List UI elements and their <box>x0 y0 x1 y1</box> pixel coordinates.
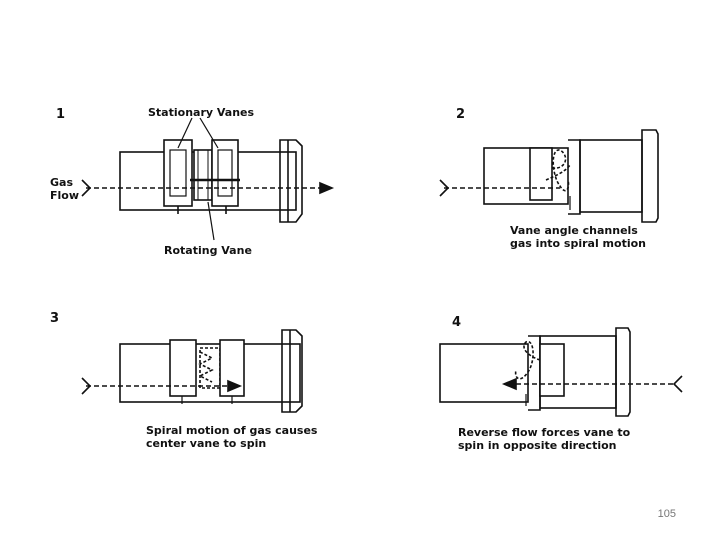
panel-2-caption-line1: Vane angle channels <box>510 224 638 237</box>
panel-3-caption-line2: center vane to spin <box>146 437 267 450</box>
panel-4-number: 4 <box>452 315 462 330</box>
panel-1-number: 1 <box>56 107 66 122</box>
gas-flow-label-line1: Gas <box>50 176 73 189</box>
panel-3-caption-line1: Spiral motion of gas causes <box>146 424 318 437</box>
panel-2-vane <box>529 147 553 201</box>
panel-2-caption-line2: gas into spiral motion <box>510 237 646 250</box>
panel-4-flange <box>615 327 631 417</box>
panel-2-spiral-path <box>551 149 570 192</box>
panel-3-stationary-vane-left <box>169 339 197 397</box>
panel-4-neck <box>528 335 541 411</box>
stationary-vanes-label: Stationary Vanes <box>148 106 255 119</box>
panel-1-label-leader <box>177 117 193 149</box>
rotating-vane-label: Rotating Vane <box>164 244 252 257</box>
panel-3-flange <box>281 329 303 413</box>
panel-2-flange <box>641 129 659 223</box>
panel-4-drawing <box>439 327 683 417</box>
panel-3-drawing <box>81 329 303 413</box>
panel-1-flange <box>279 139 303 223</box>
panel-4-caption-line1: Reverse flow forces vane to <box>458 426 631 439</box>
gas-flow-label: Gas Flow <box>50 176 79 202</box>
panel-1-rotating-leader <box>207 201 215 241</box>
panel-2-number: 2 <box>456 107 466 122</box>
panel-3-spiral-path <box>198 351 214 383</box>
panel-4-vane <box>539 343 565 397</box>
panel-2-drawing <box>439 129 659 223</box>
panel-1-drawing <box>81 117 335 241</box>
panel-1-rotating-vane <box>193 149 213 201</box>
panel-4-spiral-path <box>514 340 541 380</box>
panel-3-caption: Spiral motion of gas causes center vane … <box>146 424 317 450</box>
panel-2-housing <box>579 139 643 213</box>
panel-2-caption: Vane angle channels gas into spiral moti… <box>510 224 646 250</box>
panel-4-body <box>439 343 529 403</box>
panel-3-number: 3 <box>50 311 60 326</box>
panel-4-caption-line2: spin in opposite direction <box>458 439 617 452</box>
page-number: 105 <box>657 508 676 520</box>
panel-3-body <box>119 343 301 403</box>
panel-3-rotating-vane <box>199 347 221 389</box>
panel-1-stationary-vane-left <box>163 139 193 207</box>
panel-1-stationary-vane-right <box>211 139 239 207</box>
panel-4-caption: Reverse flow forces vane to spin in oppo… <box>458 426 630 452</box>
panel-2-body <box>483 147 569 205</box>
gas-flow-label-line2: Flow <box>50 189 80 202</box>
